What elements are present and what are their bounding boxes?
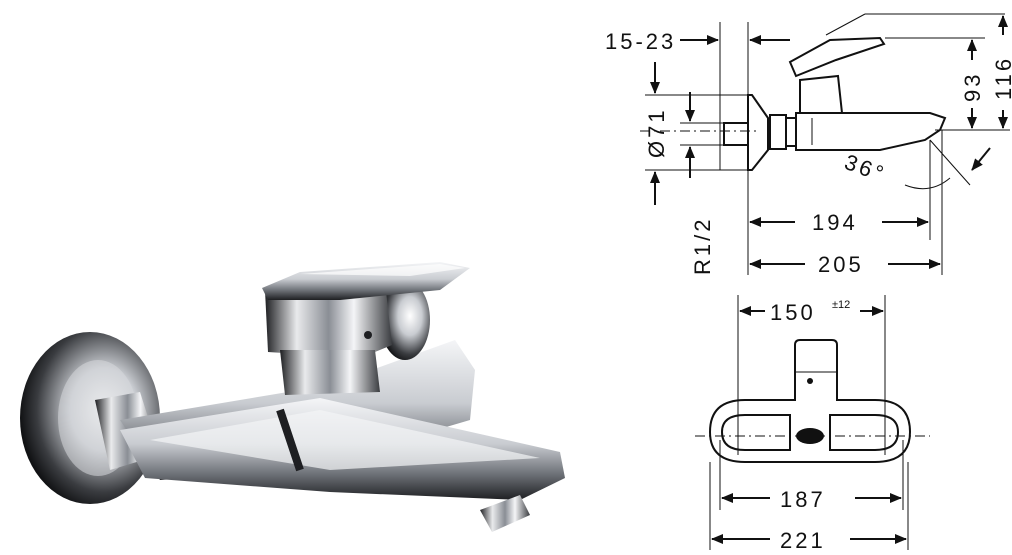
front-view-drawing: 150 ±12 187 221 [695,295,930,553]
center-tolerance-label: ±12 [832,299,850,311]
lever-side [788,36,886,78]
indicator-dot-front [807,378,813,384]
center-distance-label: 150 [770,300,816,325]
side-view-drawing: 15-23 Ø71 R1/2 36° 194 205 93 116 [605,13,1012,277]
escutcheon-diameter-label: Ø71 [644,107,669,158]
cartridge-housing [280,350,380,395]
body-side [799,74,844,114]
aerator [480,495,530,532]
wall-offset-label: 15-23 [605,29,676,54]
reach-total-label: 205 [818,252,864,277]
angle-arrow [971,147,991,171]
indicator-dot [364,331,372,339]
right-connector [829,414,900,451]
left-connector [720,414,791,451]
angle-label: 36° [841,149,889,187]
mixer-front-outline [708,339,912,463]
thread-stub [723,122,749,146]
reach-spout-label: 194 [812,210,858,235]
inner-width-label: 187 [780,487,826,512]
faucet-photo [20,262,565,532]
lever-base [265,282,392,358]
height-total-label: 116 [991,56,1012,100]
outer-width-label: 221 [780,528,826,553]
height-spout-label: 93 [960,72,985,102]
escutcheon-side [747,94,769,171]
spout-side [795,112,947,151]
thread-label: R1/2 [690,217,715,275]
